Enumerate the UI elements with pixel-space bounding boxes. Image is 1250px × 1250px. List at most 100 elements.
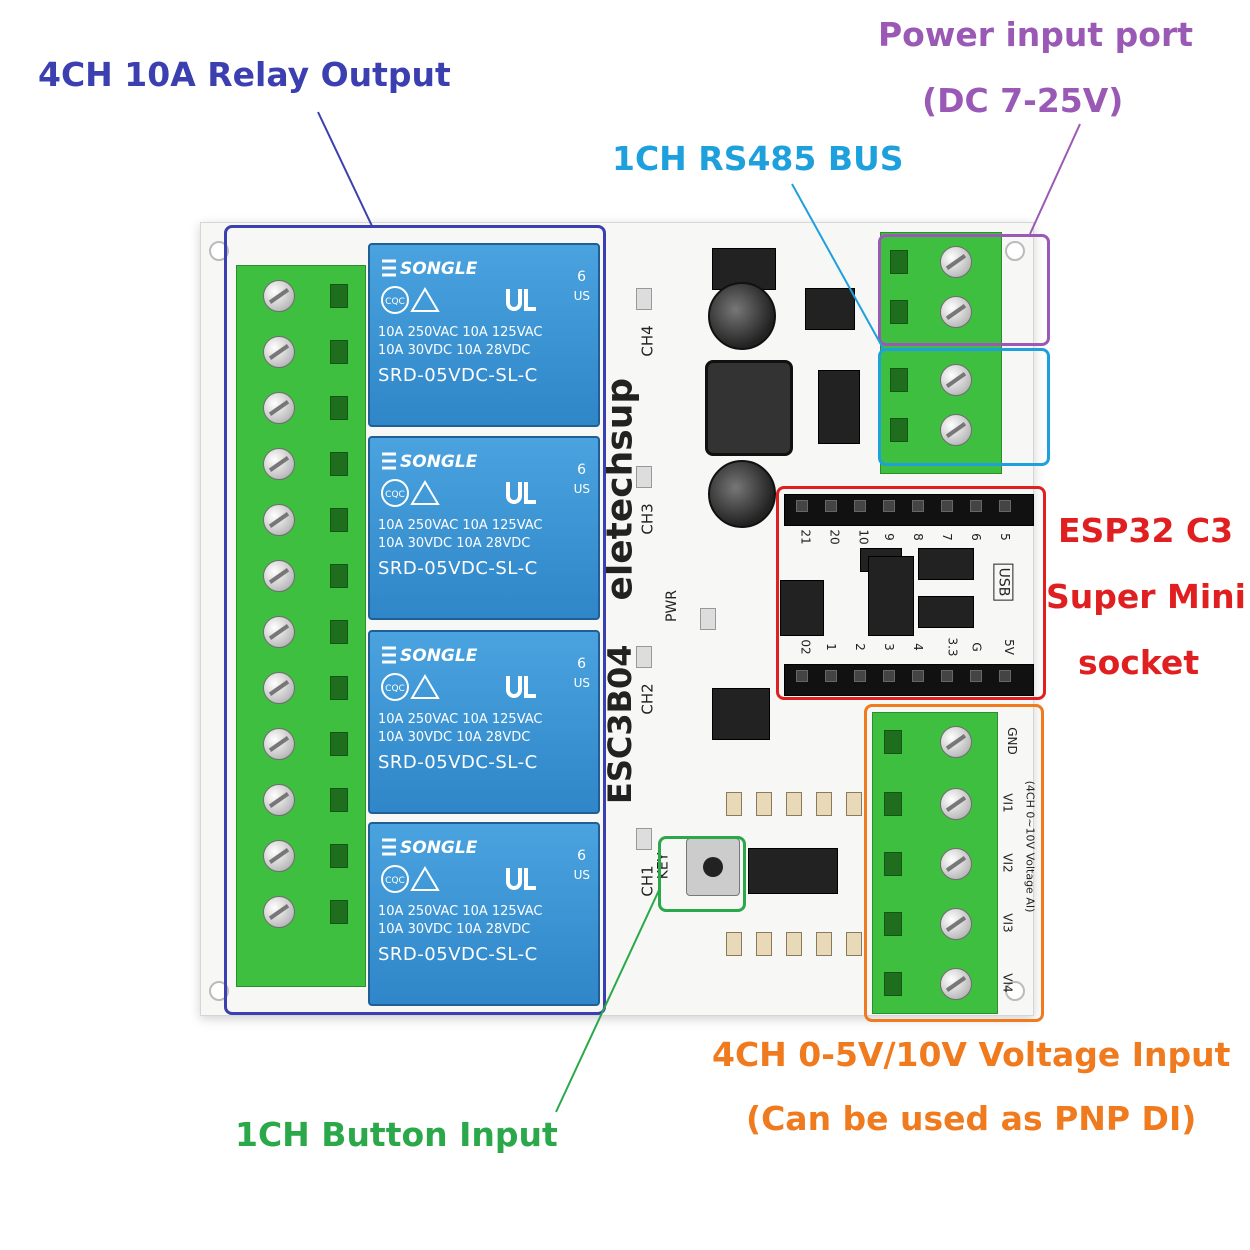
relay-spec-ac: 10A 250VAC 10A 125VAC	[378, 904, 543, 919]
smd-component	[756, 932, 772, 956]
u5-chip	[712, 688, 770, 740]
smd-component	[756, 792, 772, 816]
relay-spec-ac: 10A 250VAC 10A 125VAC	[378, 712, 543, 727]
header-pin	[854, 670, 866, 682]
relay-spec-ac: 10A 250VAC 10A 125VAC	[378, 518, 543, 533]
channel-label: CH2	[638, 683, 657, 715]
terminal-slot	[330, 508, 348, 532]
ul-recognized-icon	[506, 676, 536, 698]
terminal-slot	[890, 418, 908, 442]
channel-led	[636, 466, 652, 488]
relay-mark: 6	[577, 848, 586, 864]
relay-output-frame	[224, 225, 606, 1015]
relay-model: SRD-05VDC-SL-C	[378, 944, 538, 965]
terminal-screw-icon[interactable]	[940, 908, 972, 940]
terminal-screw-icon[interactable]	[940, 364, 972, 396]
header-pin	[825, 670, 837, 682]
header-pin	[796, 670, 808, 682]
cqc-certification-icon: CQC	[381, 479, 440, 507]
pwr-led	[700, 608, 716, 630]
header-pin	[970, 670, 982, 682]
header-pin	[941, 670, 953, 682]
terminal-slot	[330, 564, 348, 588]
terminal-screw-icon[interactable]	[263, 280, 295, 312]
button-input-callout: 1CH Button Input	[235, 1115, 558, 1154]
terminal-slot	[330, 340, 348, 364]
relay-spec-dc: 10A 30VDC 10A 28VDC	[378, 343, 531, 358]
terminal-screw-icon[interactable]	[263, 336, 295, 368]
power-port-callout-line2: (DC 7-25V)	[922, 81, 1124, 120]
relay-brand: SONGLE	[400, 838, 478, 858]
terminal-slot	[890, 368, 908, 392]
terminal-screw-icon[interactable]	[263, 896, 295, 928]
header-pin	[854, 500, 866, 512]
smd-component	[786, 932, 802, 956]
terminal-slot	[330, 844, 348, 868]
songle-logo-icon	[382, 452, 396, 470]
terminal-screw-icon[interactable]	[263, 560, 295, 592]
terminal-screw-icon[interactable]	[940, 788, 972, 820]
rs485-frame	[878, 348, 1050, 466]
header-pin	[999, 670, 1011, 682]
relay-model: SRD-05VDC-SL-C	[378, 365, 538, 386]
terminal-screw-icon[interactable]	[940, 246, 972, 278]
cqc-certification-icon: CQC	[381, 286, 440, 314]
terminal-screw-icon[interactable]	[263, 728, 295, 760]
relay-model: SRD-05VDC-SL-C	[378, 752, 538, 773]
esp32-callout-line2: Super Mini	[1046, 577, 1246, 616]
header-pin	[912, 670, 924, 682]
terminal-slot	[330, 396, 348, 420]
songle-logo-icon	[382, 838, 396, 856]
relay-spec-dc: 10A 30VDC 10A 28VDC	[378, 536, 531, 551]
terminal-slot	[330, 900, 348, 924]
u1-regulator	[805, 288, 855, 330]
terminal-screw-icon[interactable]	[940, 848, 972, 880]
terminal-screw-icon[interactable]	[940, 726, 972, 758]
terminal-screw-icon[interactable]	[940, 414, 972, 446]
header-pin	[999, 500, 1011, 512]
smd-component	[816, 932, 832, 956]
channel-label: CH3	[638, 503, 657, 535]
header-pin	[941, 500, 953, 512]
voltage-input-callout-line1: 4CH 0-5V/10V Voltage Input	[712, 1035, 1231, 1074]
header-pin	[883, 670, 895, 682]
relay-mark: 6	[577, 462, 586, 478]
terminal-screw-icon[interactable]	[263, 784, 295, 816]
inductor-l1	[705, 360, 793, 456]
terminal-screw-icon[interactable]	[263, 392, 295, 424]
terminal-screw-icon[interactable]	[263, 504, 295, 536]
terminal-screw-icon[interactable]	[263, 448, 295, 480]
button-input-frame	[658, 836, 746, 912]
key-button[interactable]	[686, 838, 740, 896]
terminal-slot	[890, 300, 908, 324]
power-port-callout-line1: Power input port	[878, 15, 1194, 54]
smd-component	[726, 792, 742, 816]
terminal-slot	[330, 452, 348, 476]
mounting-hole-icon	[1005, 981, 1025, 1001]
smd-component	[846, 792, 862, 816]
terminal-slot	[330, 620, 348, 644]
terminal-screw-icon[interactable]	[263, 616, 295, 648]
ul-recognized-icon	[506, 868, 536, 890]
esp32-callout-line1: ESP32 C3	[1058, 511, 1234, 550]
relay-spec-dc: 10A 30VDC 10A 28VDC	[378, 730, 531, 745]
header-pin	[825, 500, 837, 512]
mounting-hole-icon	[1005, 241, 1025, 261]
terminal-slot	[330, 676, 348, 700]
header-pin	[796, 500, 808, 512]
terminal-screw-icon[interactable]	[263, 672, 295, 704]
terminal-slot	[884, 852, 902, 876]
d2-diode	[918, 596, 974, 628]
terminal-screw-icon[interactable]	[263, 840, 295, 872]
terminal-screw-icon[interactable]	[940, 968, 972, 1000]
capacitor-c2	[708, 460, 776, 528]
terminal-slot	[884, 972, 902, 996]
power-port-frame	[878, 234, 1050, 346]
smd-component	[816, 792, 832, 816]
relay-us-mark: US	[573, 676, 590, 690]
terminal-screw-icon[interactable]	[940, 296, 972, 328]
